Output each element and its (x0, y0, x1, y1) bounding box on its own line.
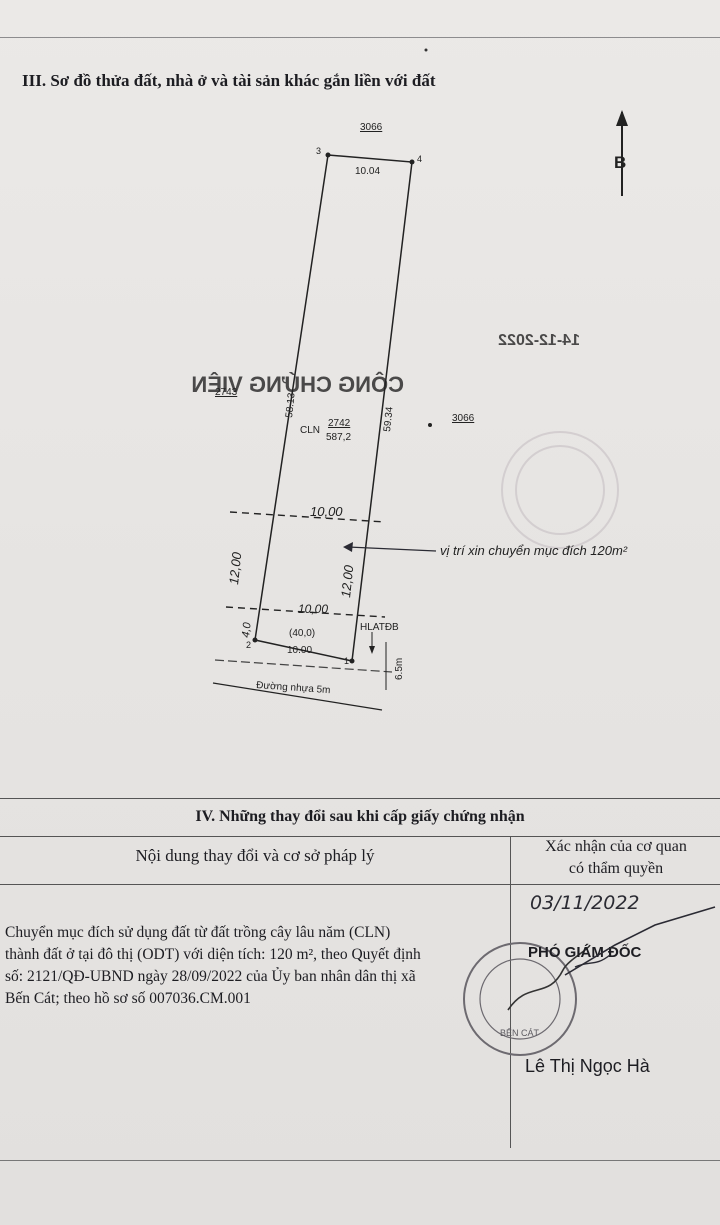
column-header-confirmation-line1: Xác nhận của cơ quan (545, 838, 687, 855)
right-side-length: 59.34 (382, 406, 396, 432)
change-content-line3: số: 2121/QĐ-UBND ngày 28/09/2022 của Ủy … (5, 968, 416, 985)
section3-title: III. Sơ đồ thửa đất, nhà ở và tài sản kh… (22, 71, 436, 90)
corner-4: 4 (417, 154, 422, 164)
change-content-line1: Chuyển mục đích sử dụng đất từ đất trồng… (5, 924, 391, 941)
change-content-line2: thành đất ở tại đô thị (ODT) với diện tí… (5, 946, 421, 963)
top-width: 10.04 (355, 166, 380, 177)
neighbor-parcel-left: 2743 (215, 387, 238, 398)
neighbor-parcel-top: 3066 (360, 122, 383, 133)
column-header-content: Nội dung thay đổi và cơ sở pháp lý (135, 846, 375, 865)
neighbor-parcel-right: 3066 (452, 413, 475, 424)
corridor-depth: 4,0 (240, 621, 254, 638)
section4-table (0, 798, 720, 1150)
road-label: Đường nhựa 5m (256, 680, 331, 696)
corridor-top-width: 10,00 (298, 602, 328, 616)
table-title-line (0, 836, 720, 837)
right-segment: 12,00 (338, 564, 356, 599)
left-side-length: 58.13 (284, 392, 298, 418)
change-content-line4: Bến Cát; theo hồ sơ số 007036.CM.001 (5, 990, 251, 1007)
official-seal: BẾN CÁT (463, 942, 591, 1056)
land-plot-diagram: CÔNG CHỨNG VIÊN 14-12-2022 B 3066 2743 3… (191, 48, 628, 711)
land-code: CLN (300, 425, 320, 436)
ghost-notary-stamp: CÔNG CHỨNG VIÊN 14-12-2022 (191, 332, 619, 549)
table-header-line (0, 884, 720, 885)
table-top-line (0, 798, 720, 799)
top-divider (0, 37, 720, 38)
handwritten-note: vị trí xin chuyển mục đích 120m² (440, 543, 628, 558)
north-arrow: B (614, 110, 628, 196)
bottom-divider (0, 1160, 720, 1161)
corridor-label: HLATĐB (360, 622, 399, 633)
signature-date: 03/11/2022 (530, 892, 640, 914)
corner-3: 3 (316, 146, 321, 156)
parcel-number: 2742 (328, 418, 351, 429)
corner-1: 1 (344, 656, 349, 666)
north-arrow-label: B (614, 153, 626, 172)
ghost-stamp-text: CÔNG CHỨNG VIÊN (191, 372, 404, 397)
parcel-area: 587,2 (326, 432, 351, 443)
signer-title: PHÓ GIÁM ĐỐC (528, 944, 642, 961)
corner-2: 2 (246, 640, 251, 650)
signature-stroke (564, 906, 716, 976)
corridor-area: (40,0) (289, 628, 315, 639)
section4-title: IV. Những thay đổi sau khi cấp giấy chứn… (195, 808, 525, 825)
column-header-confirmation: Xác nhận của cơ quan có thẩm quyền (512, 836, 720, 880)
mid-width: 10,00 (310, 504, 343, 519)
table-column-divider (510, 836, 511, 1148)
road-offset: 6.5m (394, 658, 405, 680)
bottom-width: 10.00 (287, 645, 312, 656)
seal-text: BẾN CÁT (500, 1028, 540, 1038)
column-header-confirmation-line2: có thẩm quyền (568, 860, 664, 877)
signer-name: Lê Thị Ngọc Hà (525, 1056, 650, 1076)
ghost-stamp-date: 14-12-2022 (498, 332, 580, 349)
left-segment: 12,00 (226, 551, 244, 586)
change-content: Chuyển mục đích sử dụng đất từ đất trồng… (5, 922, 507, 1010)
